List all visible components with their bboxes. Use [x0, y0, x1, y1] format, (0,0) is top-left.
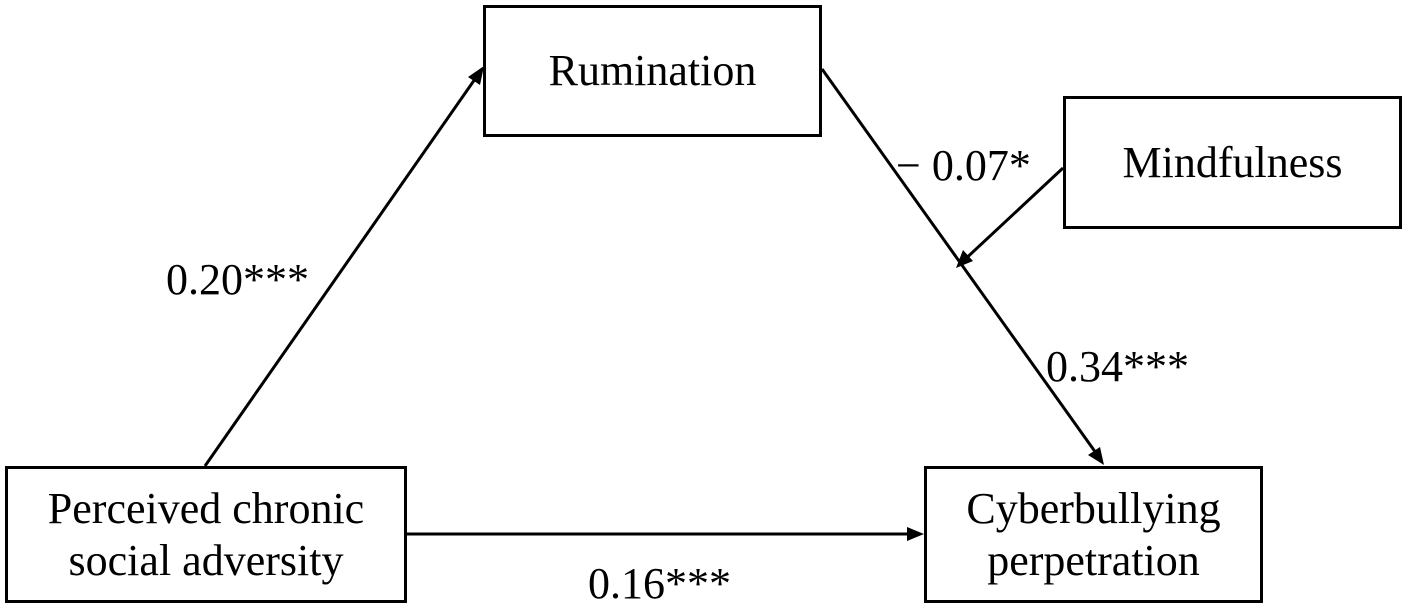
arrow-mindfulness-moderation: [958, 166, 1065, 266]
label-moderation: − 0.07*: [896, 141, 1031, 190]
arrow-adversity-to-rumination: [203, 68, 484, 467]
node-perceived-chronic-social-adversity: Perceived chronic social adversity: [5, 466, 407, 603]
label-path-a: 0.20***: [166, 255, 309, 304]
node-cyberbullying-label-line-1: Cyberbullying: [966, 483, 1221, 533]
node-adversity-label-line-1: Perceived chronic: [47, 483, 365, 533]
node-mindfulness: Mindfulness: [1063, 96, 1402, 229]
node-cyberbullying-perpetration: Cyberbullying perpetration: [924, 466, 1263, 603]
node-rumination: Rumination: [483, 5, 822, 137]
arrowhead-mindfulness-moderation: [956, 250, 973, 268]
arrowhead-adversity-to-rumination: [468, 66, 484, 85]
label-path-b: 0.34***: [1046, 342, 1189, 391]
node-mindfulness-label: Mindfulness: [1122, 137, 1343, 187]
label-path-c: 0.16***: [588, 559, 731, 608]
arrowhead-rumination-to-cyberbullying: [1088, 447, 1104, 465]
node-adversity-label-line-2: social adversity: [68, 535, 344, 585]
node-cyberbullying-label-line-2: perpetration: [987, 535, 1200, 585]
node-rumination-label: Rumination: [548, 46, 757, 96]
arrowhead-adversity-to-cyberbullying: [907, 527, 924, 541]
